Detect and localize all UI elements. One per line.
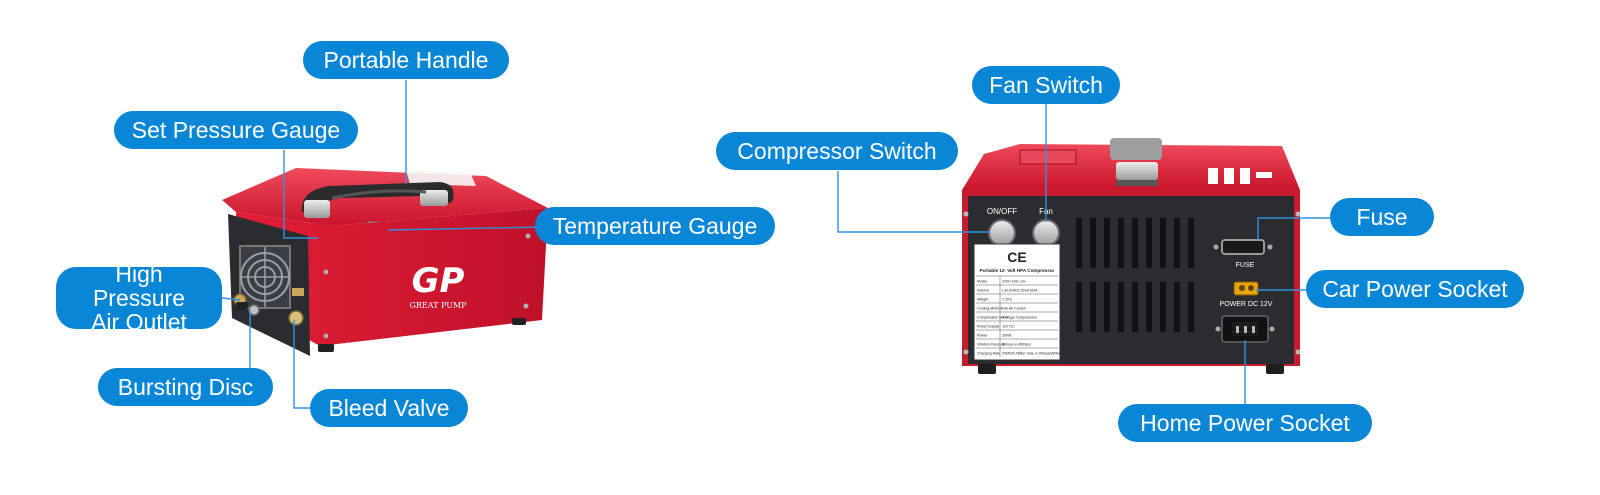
right-top-window	[1019, 149, 1077, 165]
fuse-text: FUSE	[1236, 262, 1255, 269]
spec-row-key: Cooling Method	[977, 307, 1002, 311]
left-foot	[512, 318, 526, 325]
spec-row-value: 220V-110v-12v	[1002, 280, 1026, 284]
spec-row-value: 30mpa or 4500psi	[1002, 343, 1031, 347]
left-front-face	[236, 208, 548, 346]
right-screw	[963, 211, 969, 217]
spec-row-key: Power	[977, 334, 988, 338]
spec-row-key: Power Supply	[977, 325, 999, 329]
right-screw	[1295, 349, 1301, 355]
spec-row-key: Inflation Pressure	[977, 343, 1005, 347]
label-text: Bursting Disc	[117, 373, 254, 400]
spec-row-value: L30.5xW22.5xH15CM	[1002, 289, 1037, 293]
label-text: Portable Handle	[323, 46, 489, 73]
label-text: Set Pressure Gauge	[131, 116, 341, 143]
label-fan-switch: Fan Switch	[972, 66, 1120, 104]
left-fan-grill	[239, 245, 291, 309]
left-foot	[318, 344, 334, 352]
label-portable-handle: Portable Handle	[303, 41, 509, 79]
left-top-stripes	[406, 170, 476, 186]
left-brand-logo: GP GREAT PUMP	[409, 261, 467, 310]
label-bursting-disc: Bursting Disc	[98, 368, 273, 406]
label-bleed-valve: Bleed Valve	[310, 389, 468, 427]
right-screw	[963, 349, 969, 355]
spec-row-value: 300W	[1002, 334, 1012, 338]
left-compressor: GP GREAT PUMP	[222, 168, 548, 356]
leader-lines	[221, 80, 1334, 409]
left-screw	[323, 269, 329, 275]
ce-mark: CE	[1007, 249, 1026, 265]
label-text: Car Power Socket	[1322, 275, 1508, 302]
label-text-line1: High Pressure	[92, 261, 186, 311]
label-text: Temperature Gauge	[552, 212, 758, 239]
left-screw	[525, 233, 531, 239]
power-dc-text: POWER DC 12V	[1220, 301, 1273, 308]
label-car-power-socket: Car Power Socket	[1306, 270, 1524, 308]
left-handle	[301, 182, 454, 218]
label-home-power-socket: Home Power Socket	[1118, 404, 1372, 442]
right-vent-slots	[1076, 218, 1194, 332]
leader-fuse	[1257, 217, 1334, 240]
label-text: Bleed Valve	[328, 394, 450, 421]
left-foot	[236, 302, 248, 309]
spec-row-key: Weight	[977, 298, 988, 302]
brand-name-text: GREAT PUMP	[409, 301, 467, 310]
home-power-socket-port	[1215, 315, 1275, 343]
spec-title: Portable 12- Volt HPA Compressor	[980, 268, 1055, 273]
fuse-holder: FUSE	[1213, 239, 1273, 269]
leader-high-pressure	[221, 297, 241, 301]
leader-compressor-switch	[837, 171, 990, 233]
on-off-switch	[988, 219, 1016, 247]
label-text: Home Power Socket	[1140, 409, 1350, 436]
right-foot	[1266, 364, 1284, 374]
label-text: Compressor Switch	[737, 137, 937, 164]
right-handle	[1110, 138, 1162, 186]
spec-row-value: Fan Air Cooled	[1002, 307, 1026, 311]
leader-bleed-valve	[293, 320, 310, 409]
spec-label-plate: CE Portable 12- Volt HPA Compressor Mode…	[973, 243, 1063, 361]
left-bursting-disc-fitting	[248, 304, 260, 316]
left-screw	[523, 303, 529, 309]
leader-temperature-gauge	[387, 226, 547, 231]
label-text: Fuse	[1356, 203, 1408, 230]
brand-logo-text: GP	[412, 261, 465, 301]
spec-row-value: 7.2KG	[1002, 298, 1012, 302]
spec-row-value: 3-Stage Compression	[1002, 316, 1037, 320]
label-high-pressure-air-outlet: High Pressure Air Outlet	[56, 262, 222, 334]
spec-row-value: 12V DC	[1002, 325, 1015, 329]
spec-row-key: Charging Rate	[977, 352, 1000, 356]
left-side-connector	[292, 288, 304, 296]
label-text-line2: Air Outlet	[91, 309, 187, 335]
on-off-text: ON/OFF	[987, 207, 1017, 216]
spec-row-key: Volume	[977, 289, 989, 293]
leader-set-pressure-gauge	[283, 150, 318, 239]
label-set-pressure-gauge: Set Pressure Gauge	[114, 111, 358, 149]
label-fuse: Fuse	[1330, 198, 1434, 236]
spec-row-key: Model	[977, 280, 987, 284]
spec-row-key: Compression Mode	[977, 316, 1008, 320]
right-top-stripes	[1208, 168, 1272, 184]
car-power-socket-port: POWER DC 12V	[1220, 281, 1273, 308]
label-text: Fan Switch	[989, 71, 1103, 98]
label-temperature-gauge: Temperature Gauge	[535, 207, 775, 245]
right-compressor: ON/OFF Fan CE Portable 12- Volt HPA Comp…	[962, 138, 1301, 374]
label-compressor-switch: Compressor Switch	[716, 132, 958, 170]
fan-switch-knob	[1032, 219, 1060, 247]
right-foot	[978, 364, 996, 374]
left-screw	[323, 333, 329, 339]
right-screw	[1295, 211, 1301, 217]
spec-row-value: 20Min/0.45liter tank, 0-30mpa/300bar	[1002, 352, 1063, 356]
left-bleed-valve-fitting	[288, 310, 304, 326]
